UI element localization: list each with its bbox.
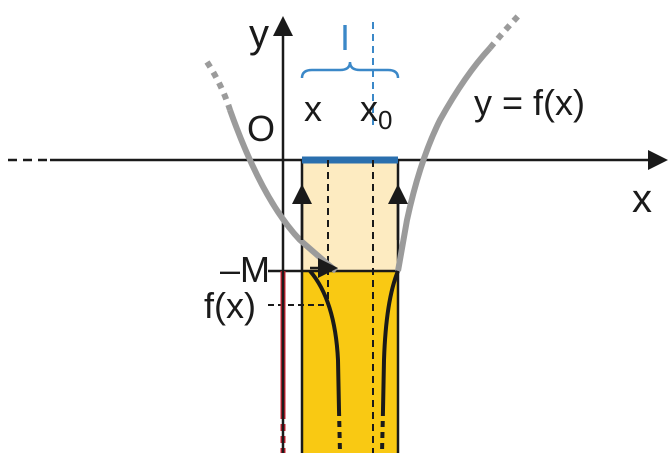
y-axis-label: y (249, 12, 269, 56)
interval-brace (300, 61, 400, 79)
branch-left-dashed (337, 409, 342, 453)
curve-right (395, 45, 493, 272)
branch-right-dashed (380, 409, 385, 453)
interval-label: I (340, 17, 350, 58)
fx-label: f(x) (204, 285, 256, 326)
curve-right-dotted (487, 11, 523, 50)
minus-m-label: –M (220, 249, 270, 290)
function-label: y = f(x) (474, 82, 585, 123)
x-axis-label: x (632, 177, 652, 221)
curve-left-dotted (204, 60, 233, 111)
x0-base: x (360, 88, 378, 129)
origin-label: O (247, 108, 275, 149)
x-point-label: x (304, 88, 322, 129)
x0-label: x0 (360, 88, 392, 135)
branch-left (308, 269, 341, 411)
x0-subscript: 0 (378, 105, 392, 135)
branch-right (381, 270, 400, 411)
